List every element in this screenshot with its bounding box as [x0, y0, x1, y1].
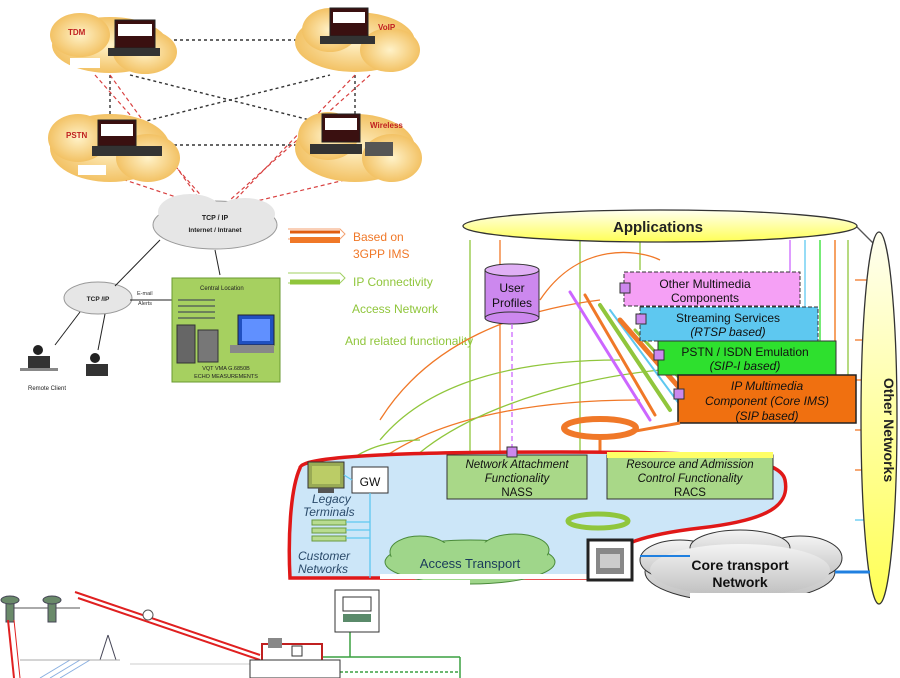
racs-line2: Control Functionality [638, 473, 744, 485]
racs-box: Resource and Admission Control Functiona… [606, 452, 774, 500]
access-transport-label: Access Transport [420, 556, 521, 571]
nass-box: Network Attachment Functionality NASS [446, 454, 588, 500]
tcp-ip-small-label: TCP /IP [87, 296, 110, 303]
other-networks-label: Other Networks [881, 378, 897, 482]
vqt-line1: VQT VMA G.6850B [202, 366, 250, 372]
tcp-ip-small-cloud: TCP /IP [63, 281, 133, 315]
user-profiles-db: User Profiles [484, 263, 540, 325]
multimedia-line1: Other Multimedia [659, 277, 751, 291]
core-transport-line2: Network [712, 574, 767, 590]
user-profiles-line2: Profiles [492, 296, 532, 310]
gw-label: GW [360, 475, 381, 489]
control-ring [561, 416, 639, 440]
voip-node: VoIP [295, 7, 420, 72]
applications-ellipse: Applications [462, 209, 858, 243]
hatched-lines [20, 659, 250, 678]
tcp-ip-title: TCP / IP [202, 215, 229, 222]
legacy-terminals-line1: Legacy [312, 492, 352, 506]
junction-icon [142, 609, 154, 621]
pstn-emulation-line2: (SIP-I based) [710, 359, 781, 373]
other-networks-ellipse: Other Networks [860, 231, 898, 605]
customer-network-devices [311, 519, 347, 542]
pstn-emulation-box: PSTN / ISDN Emulation (SIP-I based) [653, 340, 837, 376]
central-location-box: Central Location VQT VMA G.6850B ECHO ME… [171, 277, 281, 383]
wireless-label: Wireless [370, 121, 403, 130]
tdm-node: TDM [50, 13, 177, 74]
flow-arrows [54, 239, 221, 351]
pstn-node: PSTN [48, 114, 180, 182]
core-transport-line1: Core transport [691, 557, 789, 573]
nass-connector [506, 446, 518, 458]
legend-based-on-line2: 3GPP IMS [353, 247, 409, 261]
applications-label: Applications [613, 219, 703, 236]
streaming-line2: (RTSP based) [690, 325, 765, 339]
central-location-label: Central Location [200, 286, 244, 292]
legend-based-on-line1: Based on [353, 230, 404, 244]
nass-line2: Functionality [485, 473, 551, 485]
legend-access-network: Access Network [352, 302, 439, 316]
tcp-ip-subtitle: Internet / Intranet [188, 227, 242, 234]
border-gateway-icon [586, 538, 634, 582]
user-profiles-line1: User [499, 281, 524, 295]
core-ims-line1: IP Multimedia [731, 379, 804, 393]
email-alerts-line1: E-mail [137, 291, 153, 297]
legend: Based on 3GPP IMS IP Connectivity Access… [288, 228, 473, 348]
customer-networks-line1: Customer [298, 549, 351, 563]
racs-line1: Resource and Admission [626, 459, 753, 471]
legend-ip-connectivity: IP Connectivity [353, 275, 433, 289]
nass-line1: Network Attachment [465, 459, 569, 471]
gateway-icon: GW [351, 466, 389, 494]
tdm-label: TDM [68, 28, 86, 37]
wireless-node: Wireless [295, 112, 422, 182]
customer-links [343, 474, 371, 578]
remote-client-label: Remote Client [28, 386, 66, 392]
email-alerts-line2: Alerts [138, 301, 152, 307]
core-transport-cloud: Core transport Network [639, 529, 843, 603]
remote-client-icons [20, 345, 108, 376]
pstn-label: PSTN [66, 131, 88, 140]
antenna-icons [0, 595, 117, 661]
bottom-network-panel [0, 580, 470, 678]
pstn-emulation-line1: PSTN / ISDN Emulation [681, 345, 808, 359]
mesh-links [109, 39, 356, 146]
nass-line3: NASS [501, 487, 533, 499]
legend-related-functionality: And related functionality [345, 334, 473, 348]
red-links [7, 591, 261, 678]
core-ims-box: IP Multimedia Component (Core IMS) (SIP … [673, 374, 857, 424]
multimedia-line2: Components [671, 291, 739, 305]
voip-label: VoIP [378, 23, 396, 32]
transport-ring [565, 511, 631, 531]
server-box-icon [334, 589, 380, 633]
legacy-terminal-icon [307, 461, 345, 493]
core-ims-line2: Component (Core IMS) [705, 394, 829, 408]
streaming-line1: Streaming Services [676, 311, 780, 325]
multimedia-components-box: Other Multimedia Components [619, 271, 801, 307]
customer-networks-line2: Networks [298, 562, 348, 576]
test-network-panel: TDM VoIP PSTN [20, 7, 422, 392]
ims-architecture: Applications Other Networks User Profile… [287, 209, 898, 613]
vqt-line2: ECHO MEASUREMENTS [194, 374, 258, 380]
legacy-terminals-line2: Terminals [303, 505, 355, 519]
access-transport-cloud: Access Transport [384, 533, 556, 585]
racs-line3: RACS [674, 487, 706, 499]
streaming-services-box: Streaming Services (RTSP based) [635, 306, 819, 342]
core-ims-line3: (SIP based) [736, 409, 799, 423]
router-icons [249, 638, 341, 678]
tcp-ip-cloud: TCP / IP Internet / Intranet [152, 194, 278, 250]
